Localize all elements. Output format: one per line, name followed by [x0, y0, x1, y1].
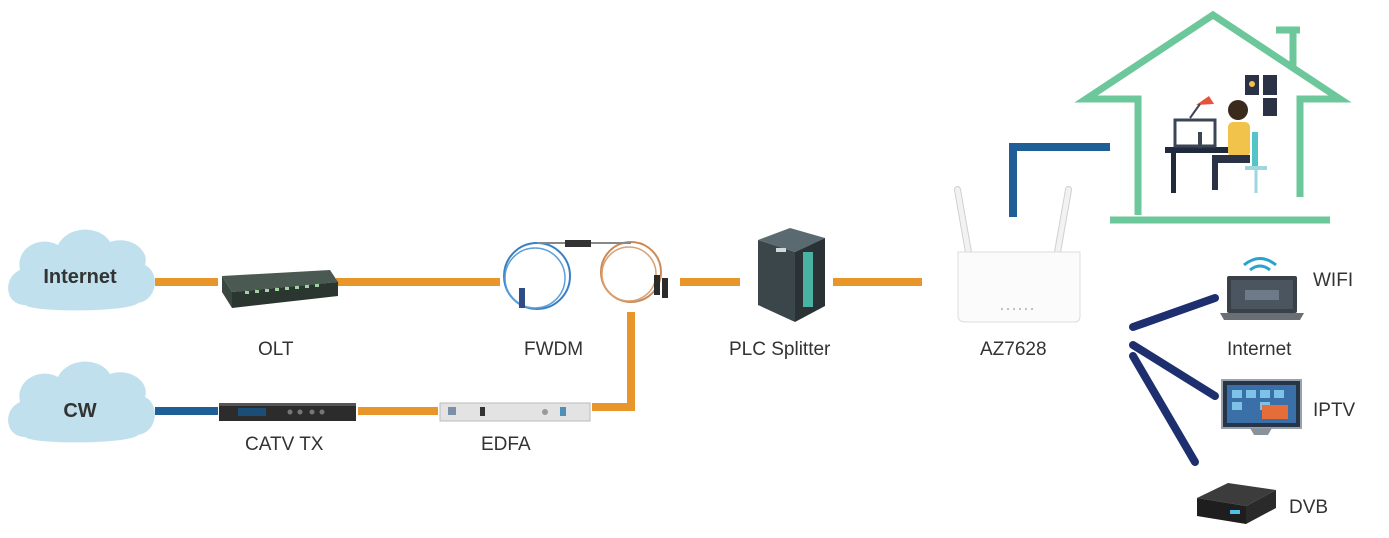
link-router-dvb: [1129, 352, 1199, 466]
tv-image: [1221, 379, 1302, 435]
laptop-image: [1220, 257, 1304, 320]
link-router-tv: [1129, 341, 1219, 400]
dvb-box-image: [1197, 483, 1276, 524]
catv-tx-label: CATV TX: [245, 434, 324, 455]
house-icon: [1074, 10, 1352, 224]
coax-router-house: [1009, 143, 1110, 217]
router-image: [953, 185, 1081, 323]
cw-cloud-label: CW: [63, 400, 96, 422]
fwdm-device-image: [503, 240, 668, 310]
edfa-image: [439, 402, 591, 422]
cw-cloud: CW: [8, 361, 155, 443]
internet-endpoint-label: Internet: [1227, 339, 1292, 360]
internet-cloud: Internet: [8, 229, 155, 311]
fiber-links: [155, 278, 922, 415]
wifi-label: WIFI: [1313, 270, 1354, 291]
router-label: AZ7628: [980, 339, 1047, 360]
catv-tx-image: [219, 403, 356, 421]
olt-device-image: [222, 270, 338, 308]
dvb-label: DVB: [1289, 497, 1329, 518]
person-at-desk-illustration: [1165, 75, 1277, 193]
fiber-edfa-fwdm: [592, 312, 635, 411]
internet-cloud-label: Internet: [43, 266, 117, 288]
plc-splitter-image: [758, 228, 825, 322]
edfa-label: EDFA: [481, 434, 531, 455]
fwdm-label: FWDM: [524, 339, 584, 360]
ethernet-links: [1129, 294, 1219, 466]
plc-splitter-label: PLC Splitter: [729, 339, 831, 360]
olt-label: OLT: [258, 339, 294, 360]
link-router-laptop: [1129, 294, 1219, 331]
iptv-label: IPTV: [1313, 400, 1356, 421]
coax-links: [155, 143, 1110, 415]
